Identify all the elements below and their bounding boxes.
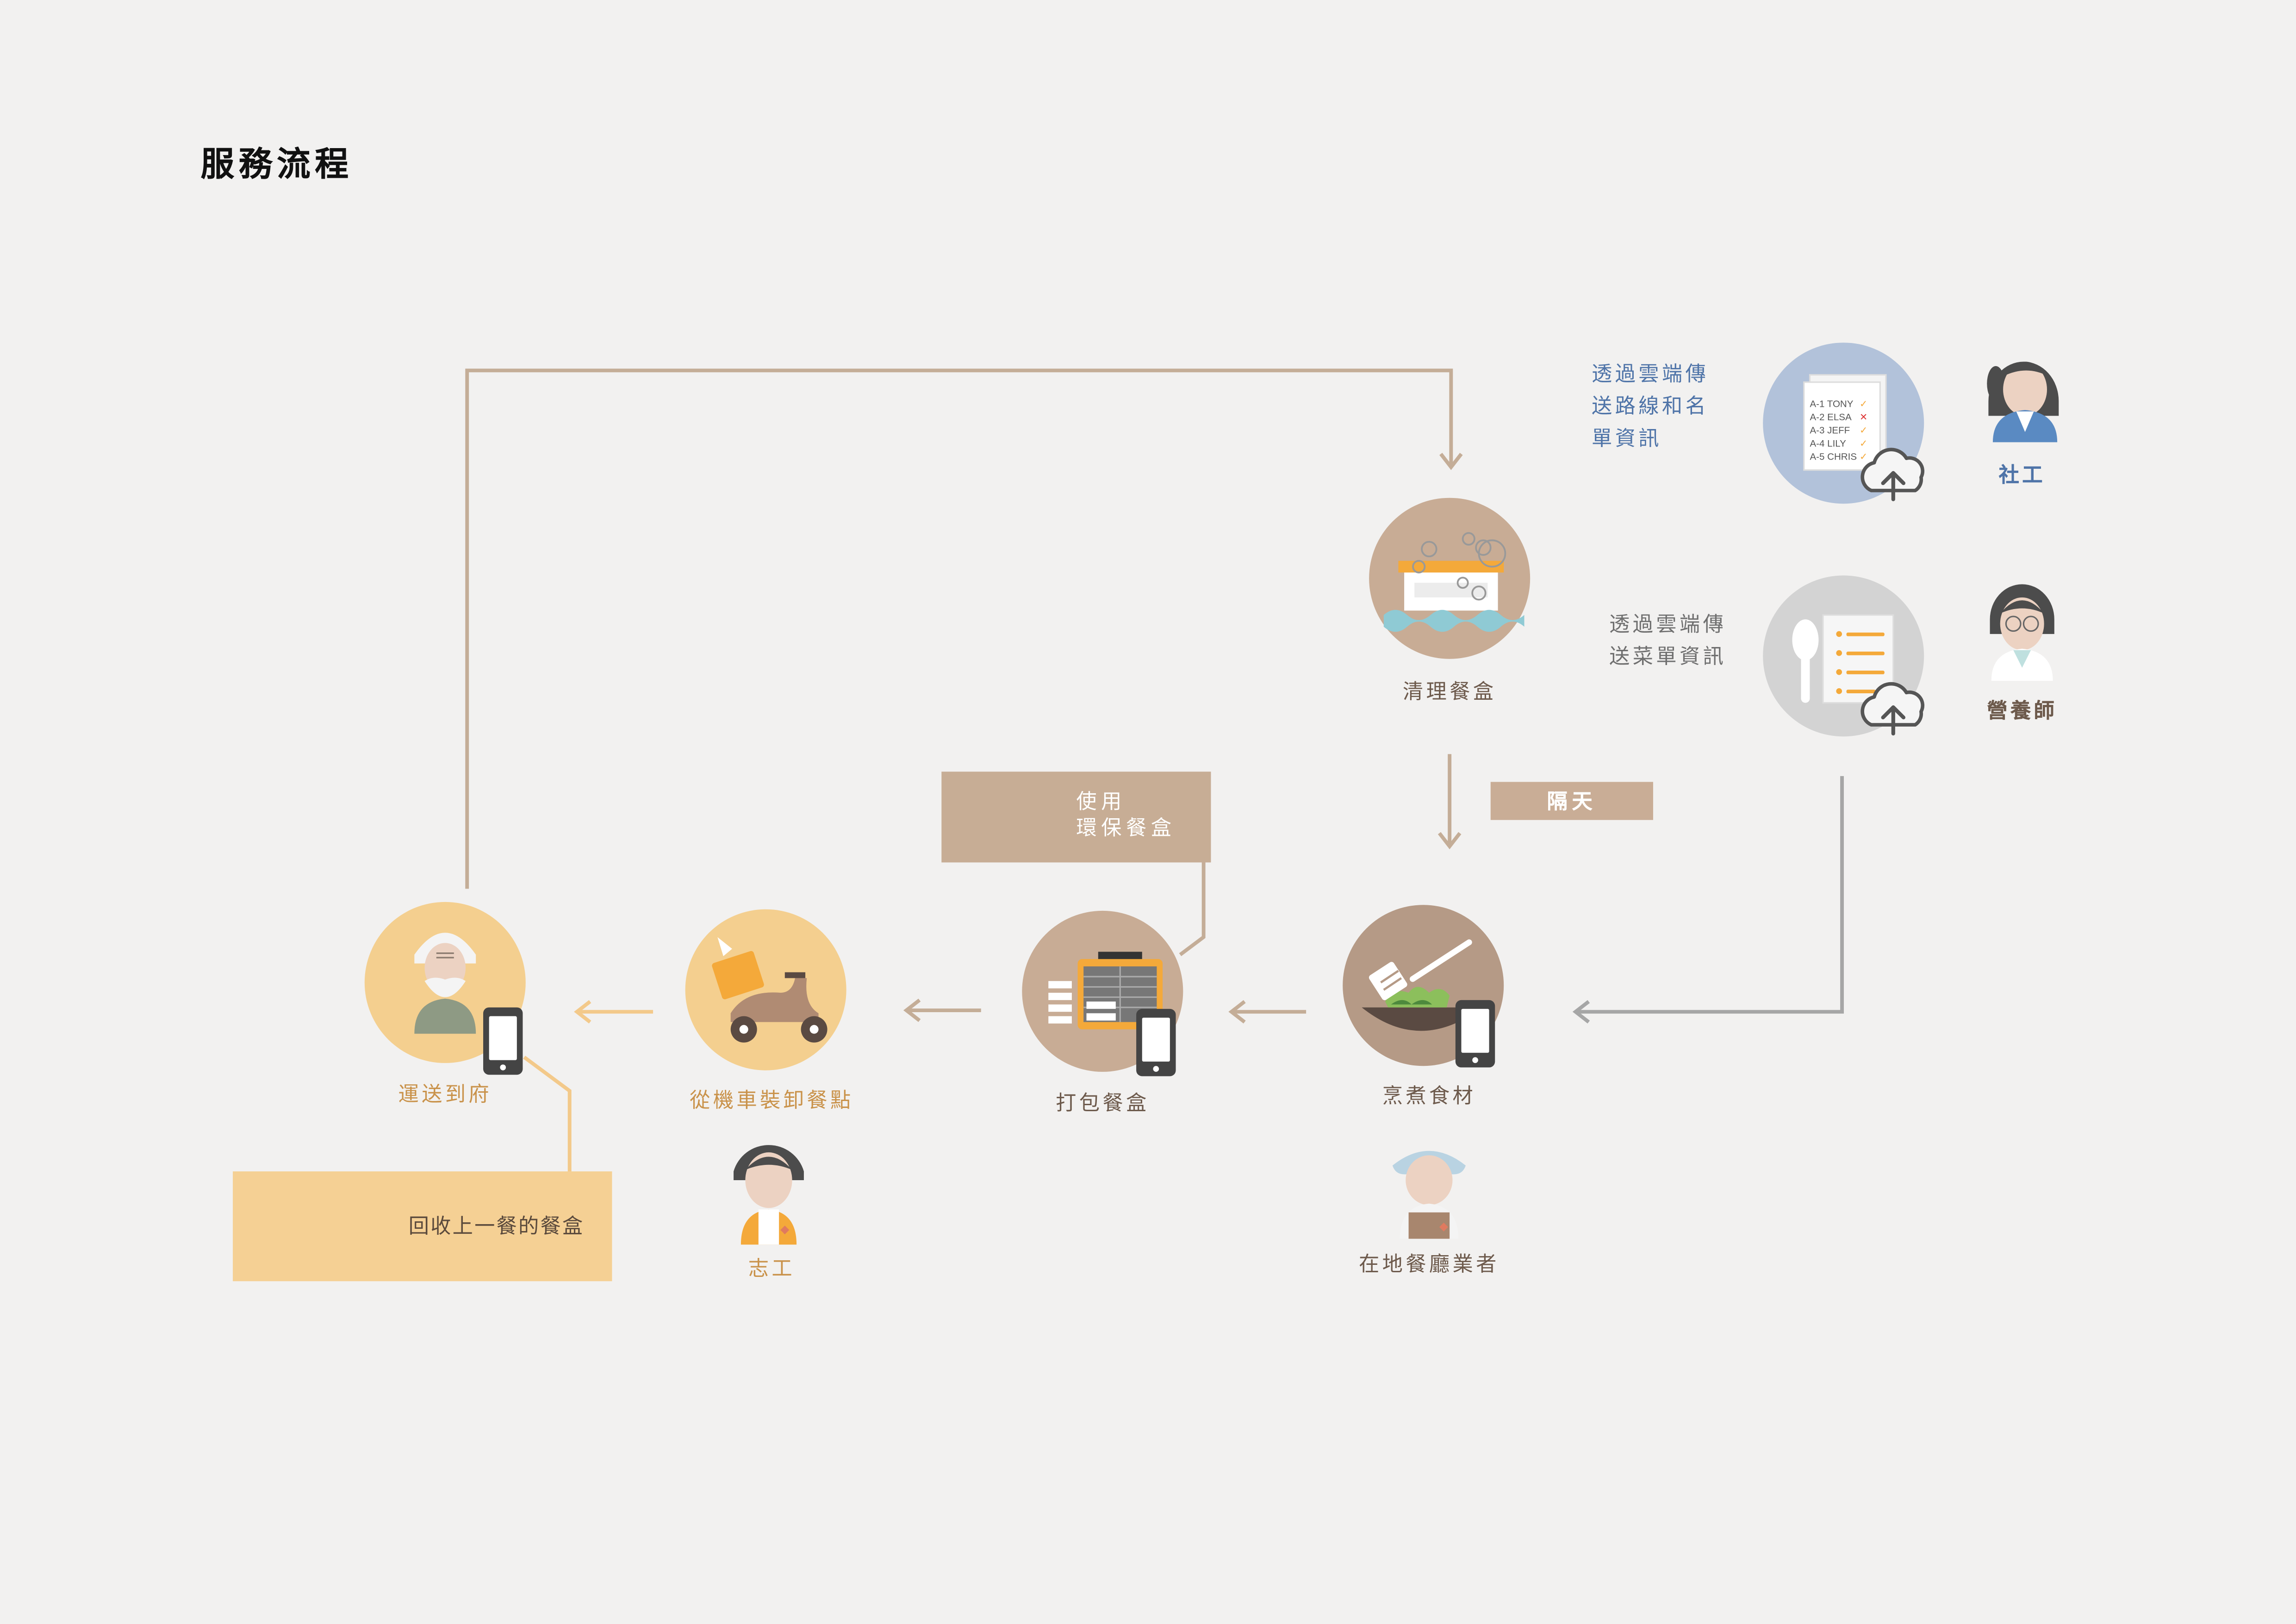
roster-entry: A-1 TONY [1810,399,1853,410]
svg-text:A-5 CHRIS: A-5 CHRIS [1810,451,1857,462]
route-upload-note: 透過雲端傳 送路線和名 單資訊 [1592,363,1709,451]
svg-text:A-1 TONY: A-1 TONY [1810,399,1853,410]
cooking-icon [1343,905,1504,1068]
pack-to-scooter-arrow [903,998,981,1022]
step-cook-label: 烹煮食材 [1382,1085,1476,1108]
roster-entry: A-5 CHRIS [1810,451,1857,462]
recycle-callout-line [523,1056,572,1172]
next-day-tag: 隔天 [1490,782,1653,820]
loop-line [465,368,1463,889]
svg-text:✓: ✓ [1860,424,1867,436]
eco-box-callout: 使用 環保餐盒 [941,772,1211,863]
step-deliver-label: 運送到府 [398,1083,492,1107]
nutritionist-avatar [1990,584,2054,681]
role-nutritionist: 營養師 [1987,700,2058,723]
social-worker-avatar [1987,361,2059,442]
svg-text:✓: ✓ [1860,451,1867,462]
step-pack-label: 打包餐盒 [1056,1092,1150,1116]
elderly-delivery-icon [364,902,526,1075]
svg-text:✓: ✓ [1860,398,1867,410]
menu-upload-icon [1763,575,1924,737]
volunteer-avatar [734,1145,804,1245]
svg-text:A-4 LILY: A-4 LILY [1810,438,1846,449]
recycle-text: 回收上一餐的餐盒 [408,1215,585,1239]
next-day-arrow [1437,754,1462,850]
eco-box-text: 使用 環保餐盒 [1076,790,1176,841]
roster-entry: A-2 ELSA [1810,412,1852,423]
restaurant-owner-avatar [1392,1151,1466,1239]
role-volunteer: 志工 [748,1257,795,1282]
eco-callout-line [1179,862,1206,956]
roster-entry: A-4 LILY [1810,438,1846,449]
cook-to-pack-arrow [1228,1000,1307,1024]
step-scooter-label: 從機車裝卸餐點 [690,1089,854,1113]
svg-text:A-2 ELSA: A-2 ELSA [1810,412,1852,423]
step-clean-label: 清理餐盒 [1402,681,1497,704]
recycle-callout: 回收上一餐的餐盒 [233,1171,612,1282]
role-social-worker: 社工 [1998,464,2046,488]
menu-feed-arrow [1572,776,1844,1024]
svg-text:✕: ✕ [1860,411,1867,423]
scooter-icon [685,909,846,1070]
scooter-to-deliver-arrow [574,1000,653,1024]
roster-entry: A-3 JEFF [1810,425,1850,436]
menu-upload-note: 透過雲端傳 送菜單資訊 [1609,613,1727,669]
page-title: 服務流程 [200,146,353,185]
route-list-upload-icon: A-1 TONY A-2 ELSA A-3 JEFF A-4 LILY A-5 … [1763,342,1924,504]
clean-box-icon [1369,498,1531,659]
packing-icon [1022,910,1183,1076]
role-restaurant: 在地餐廳業者 [1359,1253,1500,1277]
svg-text:✓: ✓ [1860,438,1867,449]
svg-text:A-3 JEFF: A-3 JEFF [1810,425,1850,436]
